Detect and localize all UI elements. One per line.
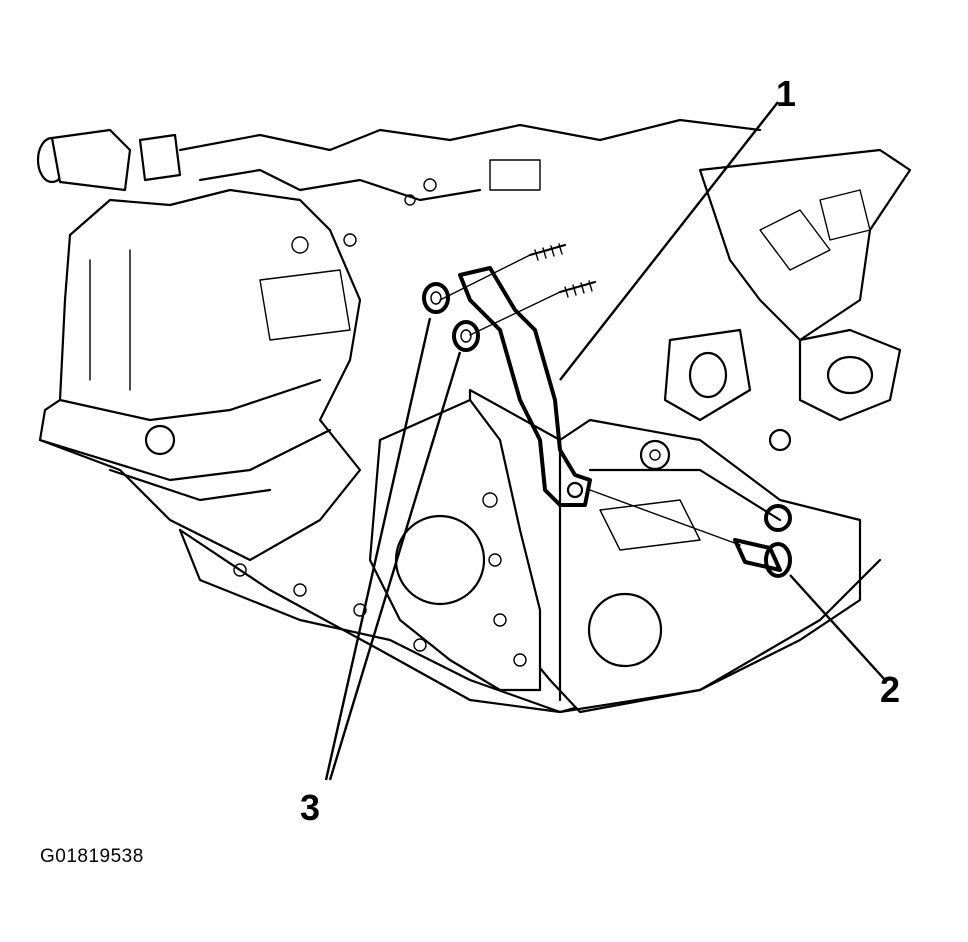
bracket <box>458 266 592 507</box>
figure-id: G01819538 <box>40 846 144 867</box>
timing-cover <box>368 398 663 692</box>
nuts <box>422 282 480 352</box>
leader-lines <box>324 101 886 781</box>
intake-pipes <box>36 118 762 254</box>
oil-pan <box>178 528 882 714</box>
callout-1: 1 <box>776 73 797 114</box>
callout-3: 3 <box>300 787 321 828</box>
exhaust-manifold <box>663 148 912 422</box>
bolts <box>589 489 792 578</box>
transmission-housing <box>38 188 642 714</box>
studs <box>439 243 597 336</box>
callout-2: 2 <box>880 669 901 710</box>
